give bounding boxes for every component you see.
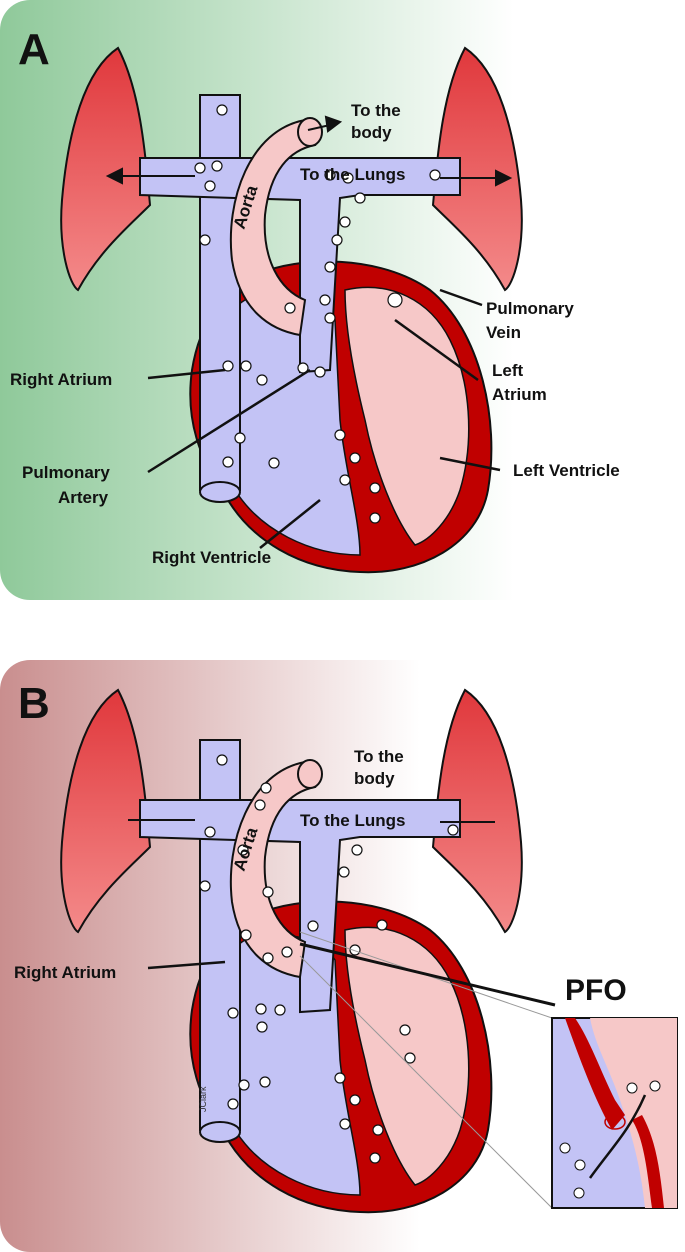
right-lung <box>431 688 523 934</box>
pulmonary-branches <box>139 799 461 1014</box>
label-left-ventricle: Left Ventricle <box>513 461 620 480</box>
right-atrium-leader-line <box>147 960 226 970</box>
label-to-the-body-line1: To the <box>354 747 404 766</box>
label-right-atrium: Right Atrium <box>10 370 112 389</box>
left-lung <box>60 688 152 934</box>
label-to-the-lungs: To the Lungs <box>300 165 405 184</box>
leader-lines <box>147 288 501 549</box>
flow-arrows <box>105 115 513 187</box>
label-to-the-lungs: To the Lungs <box>300 811 405 830</box>
pfo-leader-line <box>299 942 556 1007</box>
panel-a-letter: A <box>18 25 50 74</box>
label-right-atrium: Right Atrium <box>14 963 116 982</box>
aorta <box>229 760 317 979</box>
left-lung <box>60 46 152 292</box>
panel-a: A To the body To the Lungs Aorta Pulmona… <box>0 0 685 600</box>
panel-a-diagram: A To the body To the Lungs Aorta Pulmona… <box>0 0 685 600</box>
panel-b-diagram: B To the body To the Lungs Aorta Right A… <box>0 660 678 1252</box>
aorta <box>229 118 317 337</box>
label-pulmonary-vein-line1: Pulmonary <box>486 299 574 318</box>
label-left-atrium-line2: Atrium <box>492 385 547 404</box>
vena-cava <box>199 739 241 1131</box>
label-right-ventricle: Right Ventricle <box>152 548 271 567</box>
oxygen-bubbles <box>194 104 441 524</box>
label-pulmonary-vein-line2: Vein <box>486 323 521 342</box>
panel-b: B To the body To the Lungs Aorta Right A… <box>0 660 685 1252</box>
pfo-inset <box>551 1017 678 1209</box>
panel-b-letter: B <box>18 679 50 728</box>
label-pulmonary-artery-line2: Artery <box>58 488 109 507</box>
label-pulmonary-artery-line1: Pulmonary <box>22 463 110 482</box>
label-to-the-body-line2: body <box>354 769 395 788</box>
pulmonary-branches <box>139 157 461 374</box>
vena-cava <box>199 94 241 491</box>
label-to-the-body-line2: body <box>351 123 392 142</box>
oxygen-bubbles <box>199 754 459 1164</box>
label-pfo: PFO <box>565 974 627 1007</box>
right-lung <box>431 46 523 292</box>
artist-signature: JClark <box>198 1086 208 1112</box>
label-to-the-body-line1: To the <box>351 101 401 120</box>
label-left-atrium-line1: Left <box>492 361 524 380</box>
